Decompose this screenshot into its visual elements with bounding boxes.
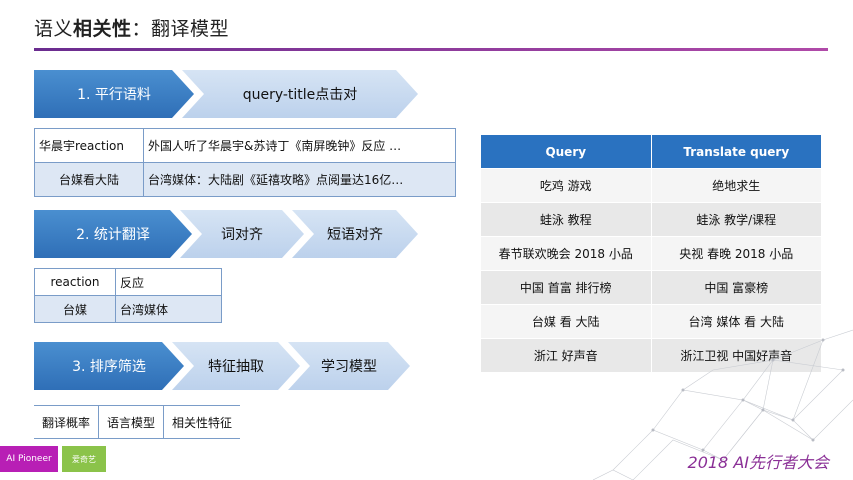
ai-pioneer-logo: AI Pioneer [0, 446, 58, 472]
title-suffix: ：翻译模型 [131, 18, 230, 40]
table-cell: 吃鸡 游戏 [480, 168, 652, 203]
table-cell: 外国人听了华晨宇&苏诗丁《南屏晚钟》反应 … [143, 128, 456, 163]
network-decoration [593, 329, 853, 480]
table-cell: 台湾媒体 [115, 295, 222, 323]
table-cell: 台媒 看 大陆 [480, 304, 652, 339]
alignment-table: reaction 反应 台媒 台湾媒体 [34, 268, 222, 323]
table-cell: 中国 首富 排行榜 [480, 270, 652, 305]
table-cell: 绝地求生 [650, 168, 822, 203]
step3-label: 3. 排序筛选 [34, 342, 184, 390]
event-name: 2018 AI先行者大会 [687, 453, 829, 472]
table-row: 台媒 看 大陆台湾 媒体 看 大陆 [480, 304, 822, 339]
table-row: 华晨宇reaction 外国人听了华晨宇&苏诗丁《南屏晚钟》反应 … [34, 128, 456, 163]
table-cell: 台媒看大陆 [34, 162, 144, 197]
feature-tag: 相关性特征 [172, 415, 233, 430]
query-translation-table: Query Translate query 吃鸡 游戏绝地求生 蛙泳 教程蛙泳 … [480, 134, 822, 373]
iqiyi-logo: 爱奇艺 [62, 446, 106, 472]
column-header: Query [480, 134, 652, 169]
step1-flow: 1. 平行语料 query-title点击对 [34, 70, 424, 118]
table-row: 台媒看大陆 台湾媒体：大陆剧《延禧攻略》点阅量达16亿… [34, 162, 456, 197]
table-row: 浙江 好声音浙江卫视 中国好声音 [480, 338, 822, 373]
step2-label: 2. 统计翻译 [34, 210, 192, 258]
title-bold: 相关性 [73, 18, 132, 40]
table-row: reaction 反应 [34, 268, 222, 296]
corpus-table: 华晨宇reaction 外国人听了华晨宇&苏诗丁《南屏晚钟》反应 … 台媒看大陆… [34, 128, 456, 197]
step3-mid: 特征抽取 [172, 342, 300, 390]
table-cell: 蛙泳 教程 [480, 202, 652, 237]
table-cell: 浙江 好声音 [480, 338, 652, 373]
feature-tag: 翻译概率 [34, 406, 100, 438]
table-row: 吃鸡 游戏绝地求生 [480, 168, 822, 203]
table-row: 春节联欢晚会 2018 小品央视 春晚 2018 小品 [480, 236, 822, 271]
table-cell: 反应 [115, 268, 222, 296]
table-cell: 央视 春晚 2018 小品 [650, 236, 822, 271]
title-prefix: 语义 [34, 18, 74, 40]
table-row: 中国 首富 排行榜中国 富豪榜 [480, 270, 822, 305]
table-row: 台媒 台湾媒体 [34, 295, 222, 323]
table-header-row: Query Translate query [480, 134, 822, 169]
table-cell: 台湾媒体：大陆剧《延禧攻略》点阅量达16亿… [143, 162, 456, 197]
column-header: Translate query [650, 134, 822, 169]
table-row: 蛙泳 教程蛙泳 教学/课程 [480, 202, 822, 237]
table-cell: 浙江卫视 中国好声音 [650, 338, 822, 373]
table-cell: 台媒 [34, 295, 116, 323]
table-cell: 春节联欢晚会 2018 小品 [480, 236, 652, 271]
table-cell: 华晨宇reaction [34, 128, 144, 163]
step1-next: query-title点击对 [182, 70, 418, 118]
table-cell: reaction [34, 268, 116, 296]
step3-last: 学习模型 [288, 342, 410, 390]
step2-last: 短语对齐 [292, 210, 418, 258]
table-cell: 中国 富豪榜 [650, 270, 822, 305]
step2-mid: 词对齐 [180, 210, 304, 258]
step2-flow: 2. 统计翻译 词对齐 短语对齐 [34, 210, 424, 258]
table-cell: 蛙泳 教学/课程 [650, 202, 822, 237]
feature-tags: 翻译概率 语言模型 相关性特征 [34, 405, 241, 439]
slide-title: 语义相关性：翻译模型 [34, 14, 229, 41]
feature-tag: 语言模型 [99, 406, 165, 438]
step3-flow: 3. 排序筛选 特征抽取 学习模型 [34, 342, 414, 390]
title-divider [34, 48, 828, 51]
step1-label: 1. 平行语料 [34, 70, 194, 118]
